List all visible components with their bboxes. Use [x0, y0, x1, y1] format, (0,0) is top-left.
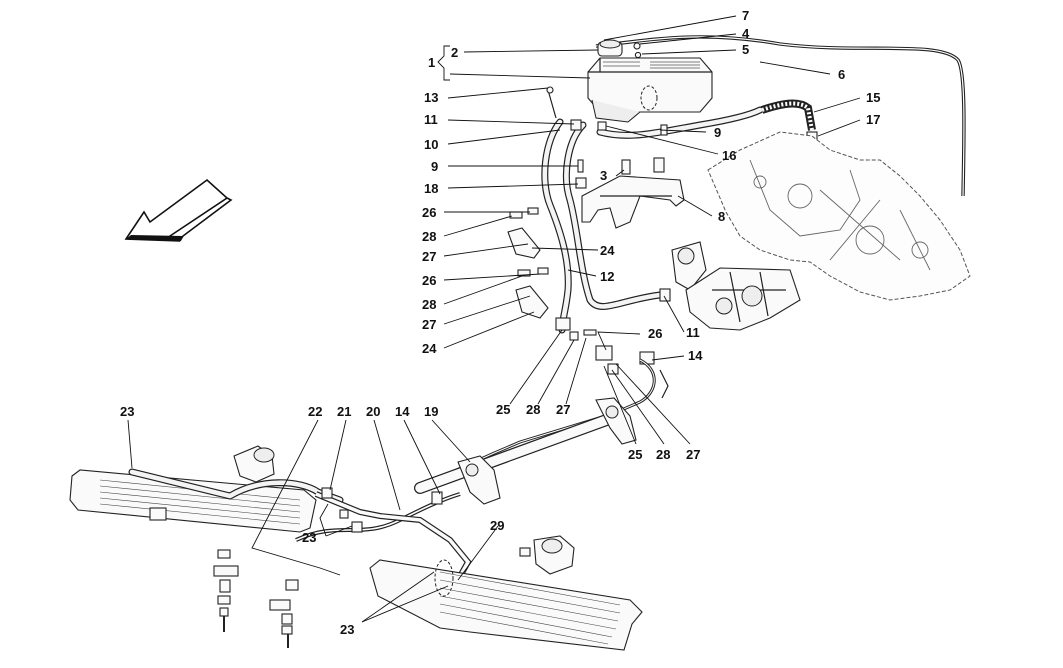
callout-28: 28 [422, 229, 436, 244]
callout-20: 20 [366, 404, 380, 419]
callout-5: 5 [742, 42, 749, 57]
callout-15: 15 [866, 90, 880, 105]
radiator-right [369, 535, 643, 651]
callout-24: 24 [600, 243, 615, 258]
callout-25-b: 25 [628, 447, 642, 462]
callout-4: 4 [742, 26, 750, 41]
callout-10: 10 [424, 137, 438, 152]
coolant-hoses-upper [541, 86, 816, 334]
radiator-mounts [213, 549, 299, 648]
callout-18: 18 [424, 181, 438, 196]
callout-27-b: 27 [422, 317, 436, 332]
callout-27-d: 27 [686, 447, 700, 462]
callout-27: 27 [422, 249, 436, 264]
water-pump-assembly [671, 241, 801, 331]
callout-23-c: 23 [340, 622, 354, 637]
callout-3: 3 [600, 168, 607, 183]
engine-block [707, 131, 971, 301]
callout-14: 14 [688, 348, 703, 363]
callout-26-c: 26 [648, 326, 662, 341]
bracket-8 [581, 175, 685, 229]
pipes-20-21 [295, 487, 472, 582]
direction-arrow-icon [124, 178, 233, 242]
callout-21: 21 [337, 404, 351, 419]
callout-labels: 7 4 5 2 1 6 13 15 11 9 17 10 16 9 3 18 8… [120, 8, 880, 637]
callout-11-b: 11 [686, 325, 700, 340]
expansion-tank [587, 39, 713, 123]
callout-28-c: 28 [526, 402, 540, 417]
callout-27-c: 27 [556, 402, 570, 417]
callout-16: 16 [722, 148, 736, 163]
callout-2: 2 [451, 45, 458, 60]
callout-19: 19 [424, 404, 438, 419]
callout-26: 26 [422, 205, 436, 220]
callout-9: 9 [714, 125, 721, 140]
callout-6: 6 [838, 67, 845, 82]
callout-24-b: 24 [422, 341, 437, 356]
callout-28-b: 28 [422, 297, 436, 312]
leader-lines [127, 15, 861, 623]
callout-28-d: 28 [656, 447, 670, 462]
callout-23-b: 23 [302, 530, 316, 545]
cross-pipe-19 [414, 397, 637, 505]
hose-22 [128, 468, 344, 504]
coolant-hoses-lower [429, 358, 656, 484]
callout-29: 29 [490, 518, 504, 533]
callout-22: 22 [308, 404, 322, 419]
callout-8: 8 [718, 209, 725, 224]
callout-11: 11 [424, 112, 438, 127]
cable-6 [595, 35, 966, 197]
callout-12: 12 [600, 269, 614, 284]
callout-25: 25 [496, 402, 510, 417]
callout-14-b: 14 [395, 404, 410, 419]
radiator-left [69, 445, 317, 533]
callout-7: 7 [742, 8, 749, 23]
callout-23: 23 [120, 404, 134, 419]
callout-13: 13 [424, 90, 438, 105]
clamp-brackets-24 [507, 207, 669, 399]
callout-1: 1 [428, 55, 435, 70]
callout-26-b: 26 [422, 273, 436, 288]
callout-9-b: 9 [431, 159, 438, 174]
callout-17: 17 [866, 112, 880, 127]
